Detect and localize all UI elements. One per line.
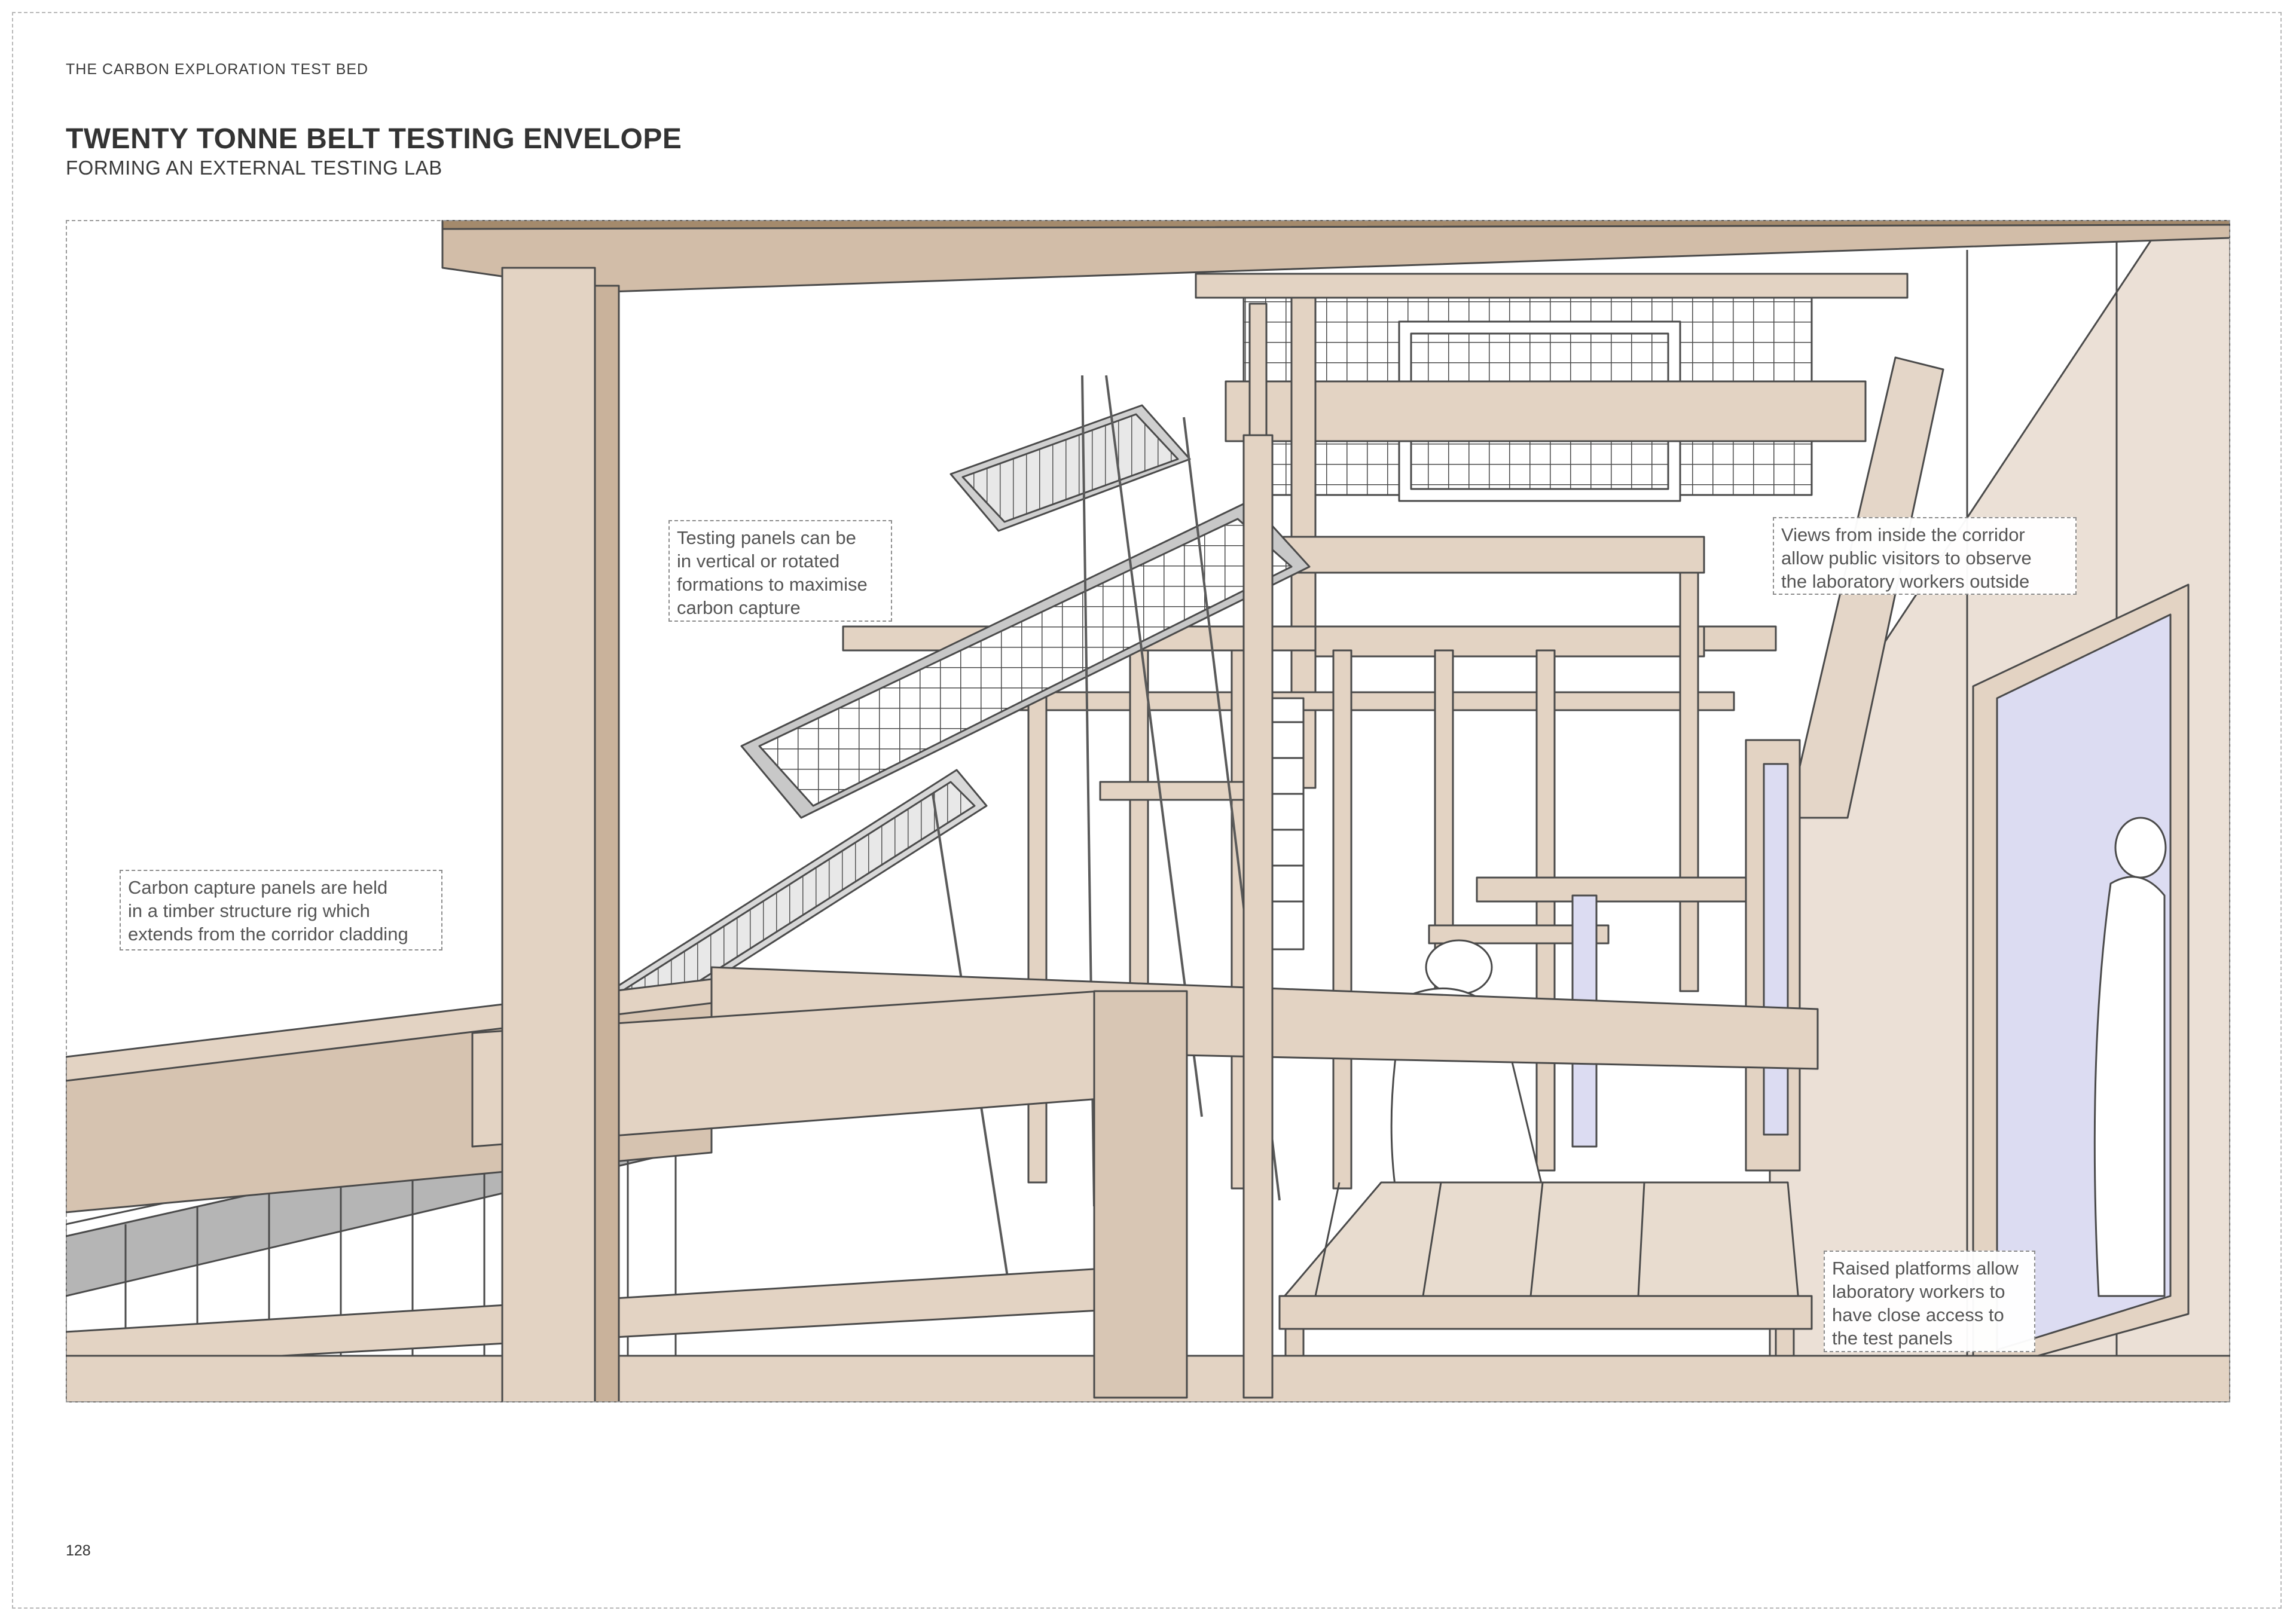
callout-testing-panels: Testing panels can be in vertical or rot… <box>668 520 892 622</box>
page-subtitle: FORMING AN EXTERNAL TESTING LAB <box>66 157 442 179</box>
section-kicker: THE CARBON EXPLORATION TEST BED <box>66 61 369 78</box>
page-title: TWENTY TONNE BELT TESTING ENVELOPE <box>66 123 682 155</box>
axonometric-illustration <box>66 220 2230 1402</box>
drawing-frame <box>66 220 2230 1402</box>
rotated-test-panel-lower <box>740 500 1311 819</box>
callout-raised-platforms: Raised platforms allow laboratory worker… <box>1824 1251 2035 1352</box>
callout-corridor-views: Views from inside the corridor allow pub… <box>1773 517 2077 595</box>
page-number: 128 <box>66 1542 91 1559</box>
callout-capture-panels: Carbon capture panels are held in a timb… <box>120 870 442 950</box>
foreground-portal-frame <box>441 220 2230 1402</box>
page-border <box>12 12 2282 1609</box>
visitor-figure <box>2093 817 2167 1297</box>
